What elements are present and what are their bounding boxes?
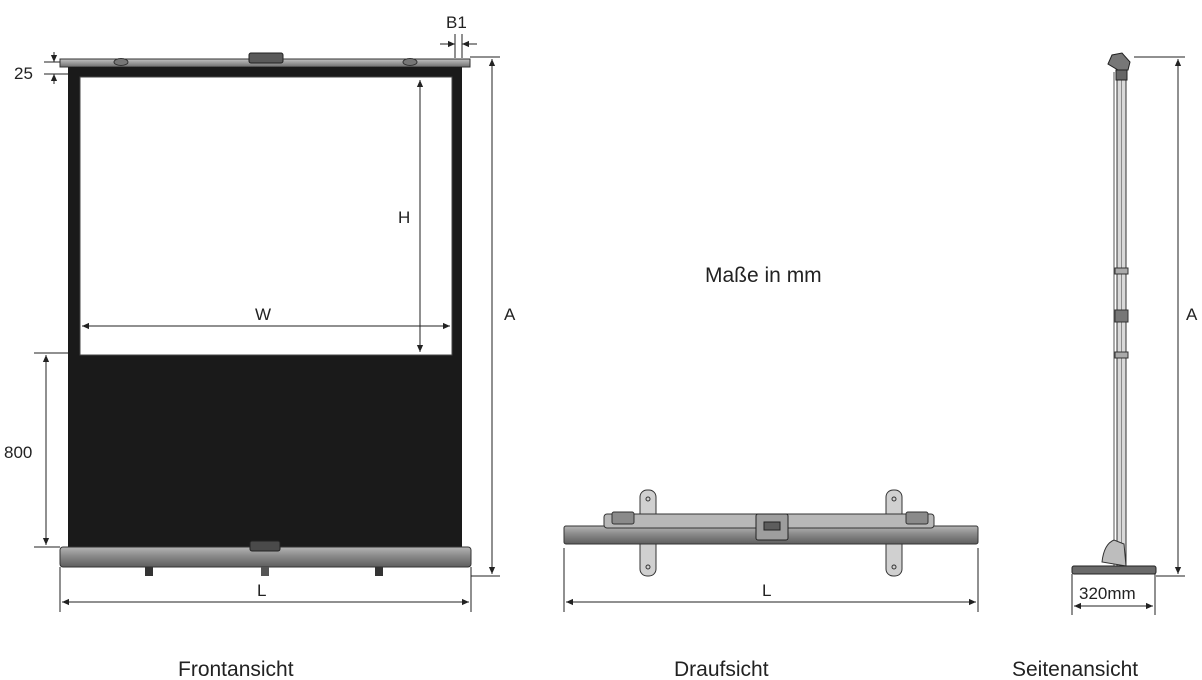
front-foot-center [261, 567, 269, 576]
dim-l-label: L [257, 581, 266, 600]
front-view: 25 B1 H W A 800 L Frontansicht [4, 13, 516, 680]
units-note: Maße in mm [705, 264, 822, 287]
dim-a-label: A [504, 305, 516, 324]
side-base-cylinder [1101, 539, 1127, 567]
dim-w-label: W [255, 305, 271, 324]
dim-800-label: 800 [4, 443, 32, 462]
front-top-handle [248, 52, 284, 64]
side-view: A 320mm Seitenansicht [1012, 52, 1198, 680]
side-base-plate [1071, 565, 1157, 575]
side-joint-2 [1114, 309, 1129, 323]
side-top-hook [1107, 52, 1131, 71]
front-caption: Frontansicht [178, 658, 294, 680]
front-bottom-handle [249, 540, 281, 552]
side-caption: Seitenansicht [1012, 658, 1138, 680]
front-foot-right [375, 567, 383, 576]
front-screen-surface [79, 76, 453, 356]
side-dim-a-label: A [1186, 305, 1198, 324]
front-foot-left [145, 567, 153, 576]
dim-b1-label: B1 [446, 13, 467, 32]
top-mechanism-left [611, 511, 635, 525]
dim-h-label: H [398, 208, 410, 227]
side-joint-1 [1114, 267, 1129, 275]
top-dim-l-label: L [762, 581, 771, 600]
side-joint-3 [1114, 351, 1129, 359]
front-top-clip-right [402, 58, 418, 66]
top-view: L Draufsicht [563, 489, 979, 680]
top-caption: Draufsicht [674, 658, 769, 680]
front-top-clip-left [113, 58, 129, 66]
top-mechanism-right [905, 511, 929, 525]
dim-top-label: 25 [14, 64, 33, 83]
side-dim-base-label: 320mm [1079, 584, 1136, 603]
